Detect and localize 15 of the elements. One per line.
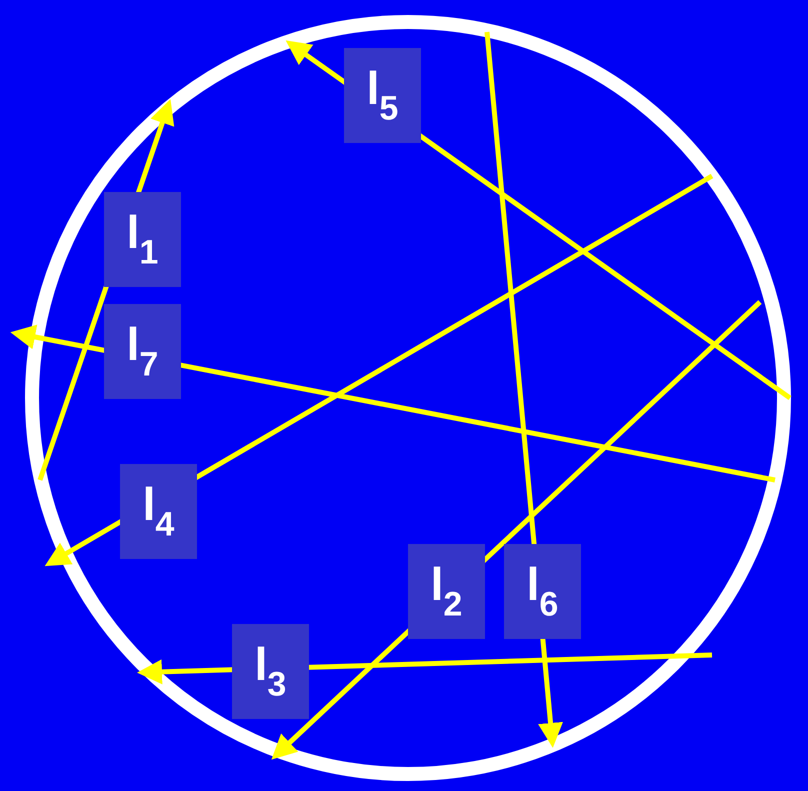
label-box (504, 544, 581, 639)
label-box (104, 304, 181, 399)
line-label: l$_{3}$ (254, 641, 286, 702)
label-box (232, 624, 309, 719)
line-label: l$_{5}$ (366, 65, 398, 126)
line-label: l$_{1}$ (126, 209, 158, 270)
label-box (120, 464, 197, 559)
line-label: l$_{2}$ (430, 561, 462, 622)
label-box (408, 544, 485, 639)
label-box (104, 192, 181, 287)
label-box (344, 48, 421, 143)
line-label: l$_{6}$ (526, 561, 558, 622)
circle-outline (25, 15, 791, 781)
line-label: l$_{4}$ (142, 481, 174, 542)
line-label: l$_{7}$ (126, 321, 158, 382)
